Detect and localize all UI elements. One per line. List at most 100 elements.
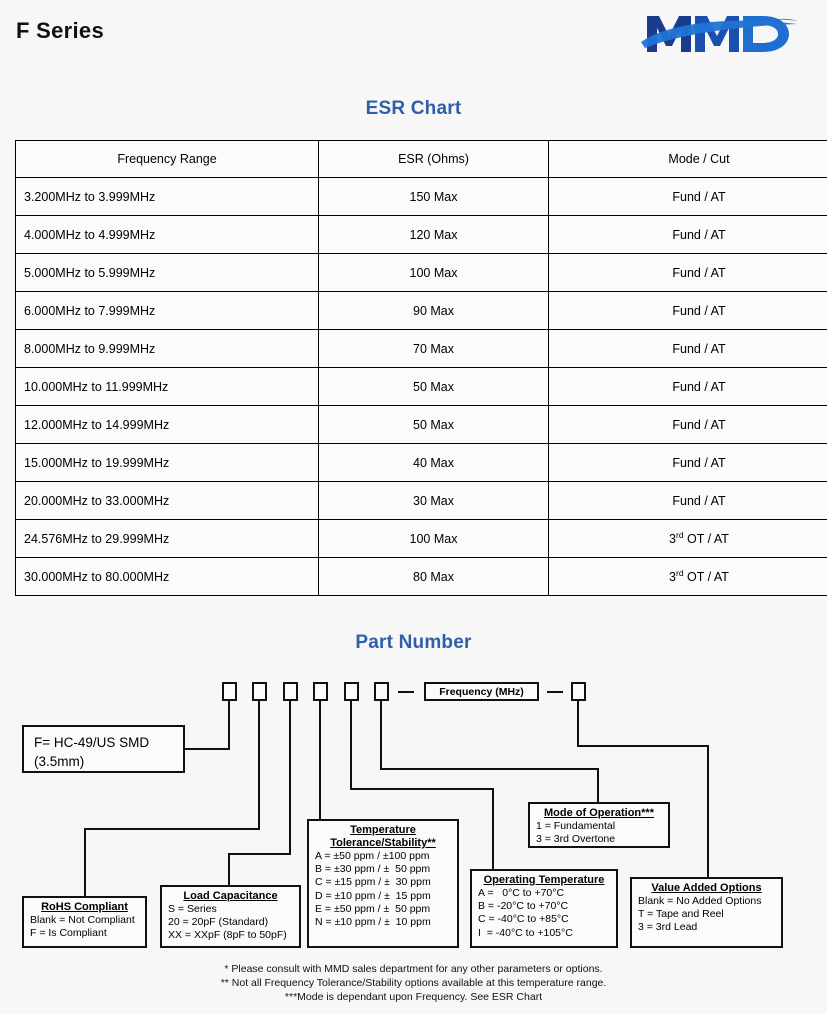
cell-frequency-range: 12.000MHz to 14.999MHz	[15, 405, 319, 444]
cell-frequency-range: 20.000MHz to 33.000MHz	[15, 481, 319, 520]
part-code-slot-7[interactable]	[571, 682, 586, 701]
part-code-slot-6[interactable]	[374, 682, 389, 701]
lead-vao-v	[707, 745, 710, 877]
callout-line: S = Series	[168, 903, 217, 915]
cell-frequency-range: 15.000MHz to 19.999MHz	[15, 443, 319, 482]
cell-mode-cut: 3rd OT / AT	[548, 557, 827, 596]
cell-mode-cut: Fund / AT	[548, 405, 827, 444]
callout-line: XX = XXpF (8pF to 50pF)	[168, 929, 287, 942]
cell-esr: 30 Max	[318, 481, 549, 520]
cell-esr: 100 Max	[318, 253, 549, 292]
cell-mode-cut: Fund / AT	[548, 481, 827, 520]
cell-esr: 90 Max	[318, 291, 549, 330]
separator-dash-1	[398, 691, 414, 694]
lead-rohs-v	[84, 828, 87, 896]
cell-esr: 70 Max	[318, 329, 549, 368]
callout-line: 3 = 3rd Overtone	[536, 833, 616, 846]
footnote-1: * Please consult with MMD sales departme…	[224, 963, 603, 975]
cell-mode-cut: Fund / AT	[548, 291, 827, 330]
callout-line: B = -20°C to +70°C	[478, 900, 569, 913]
column-header-esr-ohms: ESR (Ohms)	[318, 140, 549, 178]
cell-frequency-range: 6.000MHz to 7.999MHz	[15, 291, 319, 330]
callout-line: N = ±10 ppm / ± 10 ppm	[315, 916, 431, 929]
lead-slot2-v	[258, 701, 261, 830]
package-line-1: F= HC-49/US SMD	[34, 735, 150, 750]
esr-table-header: Frequency Range ESR (Ohms) Mode / Cut	[15, 140, 827, 178]
operating-temperature-title: Operating Temperature	[483, 874, 605, 886]
callout-line: 20 = 20pF (Standard)	[168, 916, 269, 929]
cell-frequency-range: 24.576MHz to 29.999MHz	[15, 519, 319, 558]
callout-line: A = 0°C to +70°C	[478, 887, 565, 899]
cell-esr: 50 Max	[318, 405, 549, 444]
load-capacitance-title: Load Capacitance	[183, 890, 278, 902]
footnote-3: ***Mode is dependant upon Frequency. See…	[284, 991, 543, 1003]
callout-line: Blank = No Added Options	[638, 895, 762, 907]
frequency-box[interactable]: Frequency (MHz)	[424, 682, 539, 701]
callout-temperature-tolerance: Temperature Tolerance/Stability** A = ±5…	[307, 819, 459, 948]
rohs-title: RoHS Compliant	[41, 901, 128, 913]
temperature-tolerance-title-2: Tolerance/Stability**	[330, 837, 436, 849]
separator-dash-2	[547, 691, 563, 694]
lead-slot5-v	[350, 701, 353, 790]
lead-slot1-h	[185, 748, 230, 751]
lead-slot6-h	[380, 768, 599, 771]
cell-mode-cut: Fund / AT	[548, 177, 827, 216]
footnotes: * Please consult with MMD sales departme…	[0, 962, 827, 1004]
part-code-slot-3[interactable]	[283, 682, 298, 701]
callout-line: C = -40°C to +85°C	[478, 913, 569, 926]
cell-esr: 100 Max	[318, 519, 549, 558]
callout-line: I = -40°C to +105°C	[478, 926, 573, 939]
cell-esr: 40 Max	[318, 443, 549, 482]
temperature-tolerance-title-1: Temperature	[350, 824, 416, 836]
part-code-slot-4[interactable]	[313, 682, 328, 701]
part-code-slot-2[interactable]	[252, 682, 267, 701]
callout-line: B = ±30 ppm / ± 50 ppm	[315, 863, 431, 876]
lead-optemp-v	[492, 788, 495, 869]
cell-mode-cut: Fund / AT	[548, 253, 827, 292]
part-code-slot-1[interactable]	[222, 682, 237, 701]
lead-slot3-h	[228, 853, 291, 856]
callout-value-added-options: Value Added Options Blank = No Added Opt…	[630, 877, 783, 948]
cell-mode-cut: Fund / AT	[548, 215, 827, 254]
callout-line: D = ±10 ppm / ± 15 ppm	[315, 889, 431, 902]
callout-line: A = ±50 ppm / ±100 ppm	[315, 850, 430, 862]
callout-line: Blank = Not Compliant	[30, 914, 135, 926]
part-code-slot-5[interactable]	[344, 682, 359, 701]
value-added-options-title: Value Added Options	[651, 882, 762, 894]
esr-chart-heading: ESR Chart	[365, 98, 462, 119]
lead-slot5-h	[350, 788, 494, 791]
table-header-row: Frequency Range ESR (Ohms) Mode / Cut	[15, 140, 827, 178]
esr-chart-table: Frequency Range ESR (Ohms) Mode / Cut 3.…	[15, 140, 827, 596]
cell-esr: 120 Max	[318, 215, 549, 254]
callout-line: 3 = 3rd Lead	[638, 921, 698, 934]
cell-mode-cut: Fund / AT	[548, 443, 827, 482]
cell-frequency-range: 10.000MHz to 11.999MHz	[15, 367, 319, 406]
callout-line: F = Is Compliant	[30, 927, 107, 940]
cell-frequency-range: 5.000MHz to 5.999MHz	[15, 253, 319, 292]
part-number-heading: Part Number	[355, 632, 472, 653]
part-number-diagram: Frequency (MHz) F= HC-49/US SMD (3.5mm) …	[0, 660, 827, 970]
lead-slot4-v	[319, 701, 322, 822]
lead-slot6-v	[380, 701, 383, 770]
callout-package: F= HC-49/US SMD (3.5mm)	[22, 725, 185, 773]
column-header-mode-cut: Mode / Cut	[548, 140, 827, 178]
cell-esr: 50 Max	[318, 367, 549, 406]
cell-frequency-range: 3.200MHz to 3.999MHz	[15, 177, 319, 216]
lead-slot7-v	[577, 701, 580, 747]
